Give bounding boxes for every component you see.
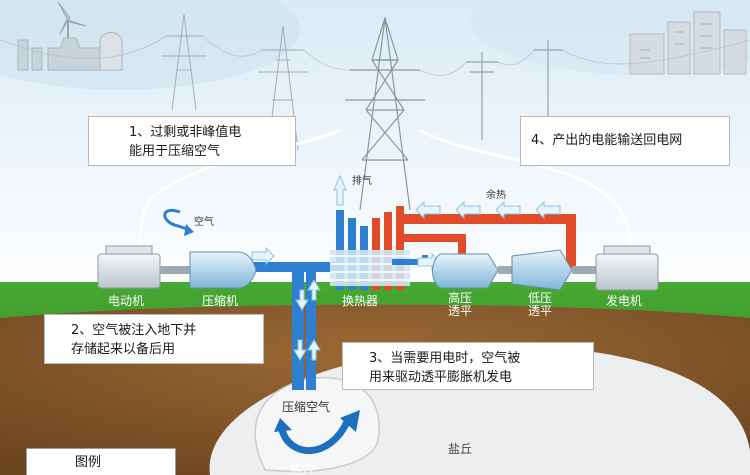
step2-callout: 2、空气被注入地下并 存储起来以备后用 (44, 314, 264, 364)
step2-line1: 2、空气被注入地下并 (71, 323, 197, 338)
step4-callout: 4、产出的电能输送回电网 (520, 116, 730, 166)
step1-line2: 能用于压缩空气 (129, 144, 221, 159)
hp-turbine-icon (432, 253, 512, 289)
up-arrow-icon (307, 339, 321, 361)
air-circulation-arrow-icon (278, 418, 352, 455)
lp-turbine-line2: 透平 (528, 304, 553, 318)
lp-turbine-label: 低压 透平 (528, 292, 552, 318)
motor-icon (97, 245, 190, 289)
step3-callout: 3、当需要用电时，空气被 用来驱动透平膨胀机发电 (342, 342, 594, 390)
flow-arrow-icon (455, 200, 481, 220)
hp-turbine-label: 高压 透平 (448, 292, 472, 318)
hp-turbine-line2: 透平 (448, 304, 473, 318)
city-buildings-icon (629, 11, 747, 75)
intake-air-label: 空气 (194, 217, 214, 228)
lp-turbine-icon (511, 249, 596, 291)
salt-cavern-label: 盐穴 (290, 462, 315, 475)
step1-line1: 1、过剩或非峰值电 (129, 125, 242, 140)
exhaust-label: 排气 (352, 176, 372, 187)
utility-pole-icon (466, 40, 562, 140)
step1-callout: 1、过剩或非峰值电 能用于压缩空气 (88, 116, 296, 166)
heat-exchanger-label: 换热器 (342, 294, 379, 308)
flow-arrow-icon (495, 200, 521, 220)
salt-dome-label: 盐丘 (448, 442, 473, 456)
pylon-icon (345, 15, 425, 211)
grid-to-motor-line (138, 128, 341, 251)
flow-arrows (251, 174, 561, 361)
generator-icon (595, 245, 659, 291)
hp-turbine-line1: 高压 (448, 291, 473, 305)
flow-arrow-icon (415, 200, 441, 220)
legend-title: 图例 (75, 455, 102, 470)
legend-box: 图例 (26, 448, 176, 475)
flow-arrow-icon (535, 200, 561, 220)
lp-turbine-line1: 低压 (528, 291, 553, 305)
power-lines (0, 35, 750, 76)
motor-label: 电动机 (108, 294, 145, 308)
down-arrow-icon (295, 289, 309, 311)
pylon-icon (162, 13, 308, 151)
up-arrow-icon (307, 279, 321, 301)
compressor-label: 压缩机 (202, 294, 239, 308)
factory-icon (17, 32, 123, 71)
down-arrow-icon (293, 339, 307, 361)
step3-line1: 3、当需要用电时，空气被 (369, 351, 521, 366)
exhaust-arrow-icon (333, 174, 347, 206)
step4-line1: 4、产出的电能输送回电网 (531, 133, 683, 148)
generator-label: 发电机 (606, 294, 643, 308)
step3-line2: 用来驱动透平膨胀机发电 (369, 370, 513, 385)
air-intake-arrow-icon (163, 208, 191, 232)
generator-to-grid-line (419, 128, 634, 256)
compressed-air-label: 压缩空气 (282, 400, 331, 414)
step2-line2: 存储起来以备后用 (71, 342, 176, 357)
right-arrow-icon (251, 246, 275, 266)
compressor-icon (189, 251, 257, 289)
waste-heat-label: 余热 (486, 190, 506, 201)
heat-exchanger (330, 250, 428, 286)
